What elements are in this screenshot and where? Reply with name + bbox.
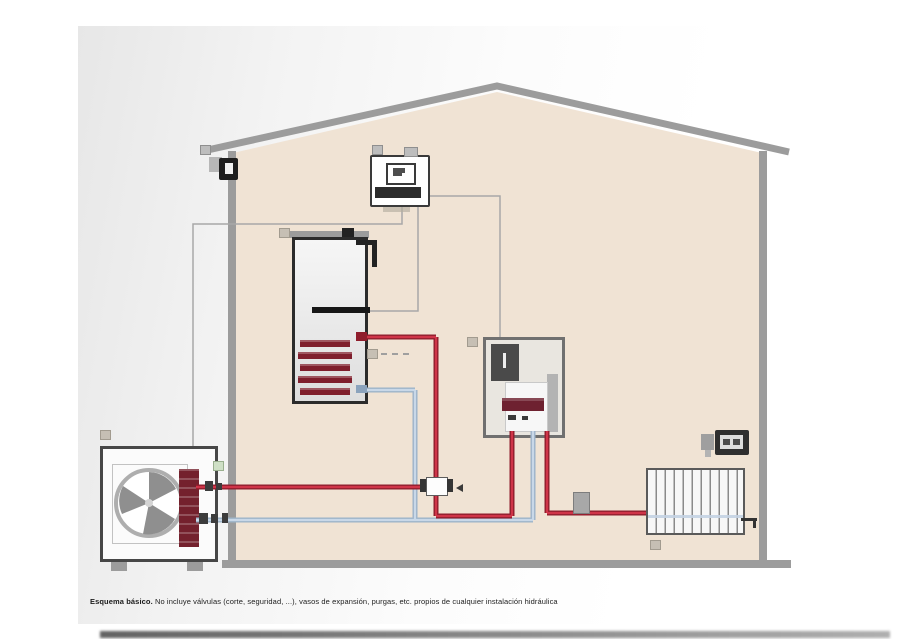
unit-electronics	[491, 344, 519, 381]
coil-turn	[298, 376, 352, 383]
label-marker	[467, 337, 478, 347]
display-digit	[723, 439, 730, 445]
controller-base	[375, 187, 421, 198]
coil-turn	[300, 364, 350, 371]
thermostat-display	[720, 435, 743, 449]
label-marker	[367, 349, 378, 359]
unit-foot	[111, 562, 127, 571]
shutoff-valve-icon	[222, 513, 228, 523]
thermostat-mount	[701, 434, 714, 450]
pump-knob	[522, 416, 528, 420]
room-thermostat-icon	[715, 430, 749, 455]
display-digit	[733, 439, 740, 445]
thermostat-mount-tail	[705, 450, 711, 457]
three-way-valve-icon	[420, 476, 454, 496]
sensor-bracket	[209, 157, 222, 172]
coil-turn	[300, 388, 350, 395]
dotted-leader	[381, 353, 409, 355]
label-marker	[200, 145, 211, 155]
unit-foot	[187, 562, 203, 571]
outdoor-temp-sensor-icon	[219, 158, 238, 180]
shutoff-valve-icon	[211, 514, 218, 523]
heat-pump-icon	[100, 446, 218, 571]
shutoff-valve-icon	[205, 481, 213, 491]
pump-knob	[508, 415, 516, 420]
shutoff-valve-icon	[216, 483, 222, 490]
label-marker	[213, 461, 224, 471]
fan-icon	[114, 468, 184, 538]
electronics-slot	[503, 353, 506, 368]
caption-text: No incluye válvulas (corte, seguridad, .…	[152, 597, 558, 606]
radiator-outlet-drop	[753, 518, 756, 528]
hot-water-outlet-icon	[314, 221, 324, 228]
tank-hot-port	[356, 332, 367, 341]
label-marker	[404, 147, 418, 157]
cold-water-elbow-pipe	[356, 240, 377, 267]
unit-side-panel	[547, 374, 558, 432]
compressor-exchanger	[179, 469, 199, 547]
label-marker	[279, 228, 290, 238]
shutoff-valve-icon	[199, 513, 208, 524]
valve-arrow-icon	[456, 484, 463, 492]
pipe-fitting-icon	[573, 492, 590, 514]
label-marker	[650, 540, 661, 550]
radiator-icon	[646, 468, 745, 535]
display-glyph	[402, 173, 406, 177]
display-screen	[393, 168, 406, 177]
valve-cap	[447, 479, 453, 492]
hydraulic-unit-icon	[483, 337, 565, 438]
coil-turn	[300, 340, 350, 347]
controller-display	[386, 163, 416, 185]
valve-body	[426, 477, 448, 496]
caption-lead: Esquema básico.	[90, 597, 153, 606]
controller-icon	[370, 155, 430, 207]
bottom-edge-strip	[100, 631, 890, 638]
tank-sensor-pocket	[312, 307, 370, 313]
caption: Esquema básico. No incluye válvulas (cor…	[90, 597, 710, 606]
coil-turn	[298, 352, 352, 359]
sensor-window	[225, 163, 233, 174]
circulation-pump	[502, 398, 544, 411]
tank-cold-port	[356, 385, 367, 393]
fine-print-smudge	[383, 207, 410, 212]
tank-top-fitting	[342, 228, 354, 237]
label-marker	[372, 145, 383, 155]
label-marker	[100, 430, 111, 440]
radiator-waterline	[648, 515, 743, 518]
